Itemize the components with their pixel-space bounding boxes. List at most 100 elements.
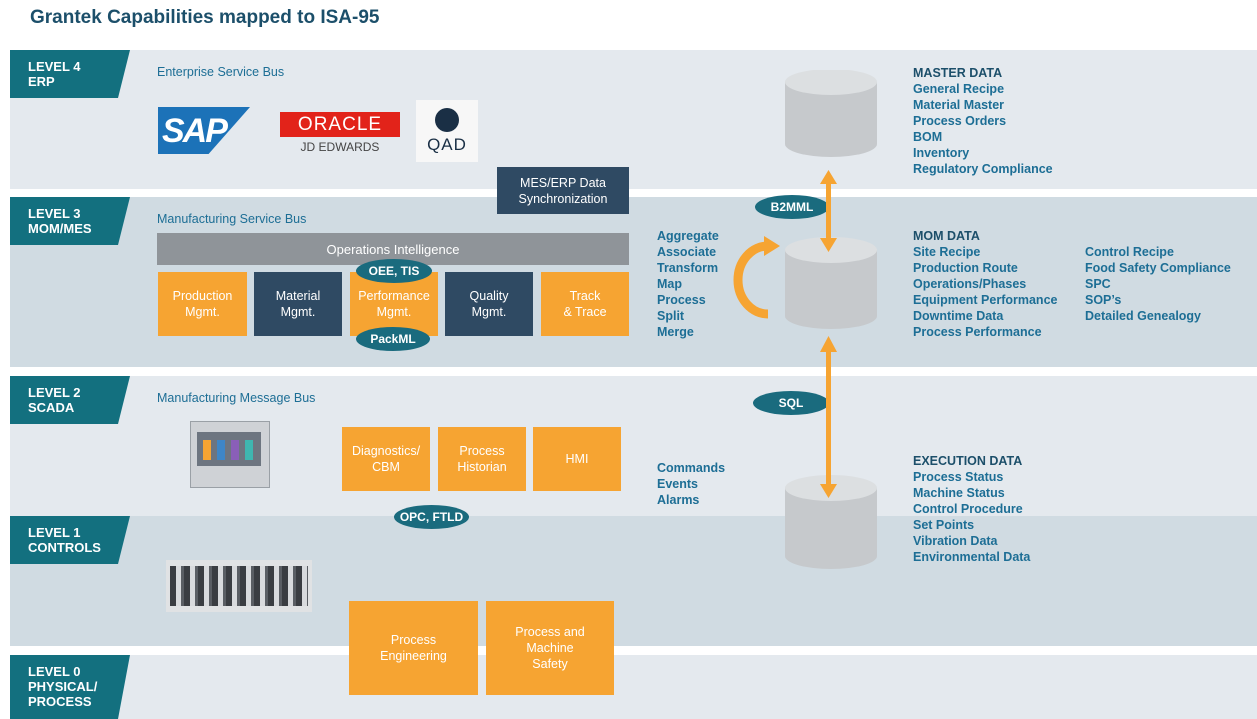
- list-item: Commands: [657, 461, 726, 475]
- list-item: Map: [657, 277, 682, 291]
- level1-tag: LEVEL 1 CONTROLS: [10, 516, 130, 564]
- material-mgmt-box: Material Mgmt.: [254, 272, 342, 336]
- sap-logo-text: SAP: [162, 112, 228, 150]
- level3-label: LEVEL 3: [28, 206, 81, 221]
- level0-band: [10, 655, 1257, 719]
- performance-mgmt-box: Performance Mgmt.: [350, 272, 438, 336]
- oee-tis-badge: OEE, TIS: [356, 259, 432, 283]
- list-item: Split: [657, 309, 685, 323]
- b2mml-badge: B2MML: [755, 195, 829, 219]
- scada-screen-image: [190, 421, 270, 488]
- data-operations-list: Aggregate Associate Transform Map Proces…: [657, 228, 719, 340]
- events-list: Commands Events Alarms: [657, 460, 725, 508]
- gauge-orange: [203, 440, 211, 460]
- list-item: Aggregate: [657, 229, 719, 243]
- execution-data-block: EXECUTION DATA Process Status Machine St…: [913, 453, 1030, 565]
- level2-sub: SCADA: [28, 400, 75, 415]
- module-label: Quality: [469, 289, 509, 303]
- list-item: Food Safety Compliance: [1085, 261, 1231, 275]
- list-item: Merge: [657, 325, 694, 339]
- list-item: Control Recipe: [1085, 245, 1174, 259]
- level4-tag: LEVEL 4 ERP: [10, 50, 130, 98]
- module-label: Mgmt.: [471, 305, 507, 319]
- module-label: Diagnostics/: [351, 444, 421, 458]
- process-machine-safety-box: Process and Machine Safety: [486, 601, 614, 695]
- gauge-teal: [245, 440, 253, 460]
- list-item: SPC: [1085, 277, 1111, 291]
- badge-label: PackML: [370, 332, 416, 346]
- process-historian-box: Process Historian: [438, 427, 526, 491]
- production-mgmt-box: Production Mgmt.: [158, 272, 247, 336]
- list-item: Process Performance: [913, 325, 1042, 339]
- plc-rack: [170, 566, 308, 606]
- quality-mgmt-box: Quality Mgmt.: [445, 272, 533, 336]
- ops-intelligence-label: Operations Intelligence: [326, 241, 460, 257]
- enterprise-bus-label: Enterprise Service Bus: [157, 65, 285, 79]
- oracle-logo-text: ORACLE: [280, 112, 400, 137]
- gauge-blue: [217, 440, 225, 460]
- module-label: CBM: [372, 460, 400, 474]
- level4-label: LEVEL 4: [28, 59, 81, 74]
- level1-sub: CONTROLS: [28, 540, 101, 555]
- list-item: Inventory: [913, 146, 970, 160]
- module-label: Performance: [358, 289, 430, 303]
- track-trace-box: Track & Trace: [541, 272, 629, 336]
- module-label: Machine: [526, 641, 574, 655]
- level0-sub: PHYSICAL/: [28, 679, 98, 694]
- list-item: General Recipe: [913, 82, 1005, 96]
- master-data-heading: MASTER DATA: [913, 66, 1003, 80]
- module-label: Process: [390, 633, 437, 647]
- bidirectional-arrow-icon: [820, 170, 837, 252]
- list-item: Associate: [657, 245, 717, 259]
- module-label: Material: [275, 289, 321, 303]
- module-label: Historian: [457, 460, 507, 474]
- list-item: BOM: [913, 130, 943, 144]
- list-item: Detailed Genealogy: [1085, 309, 1202, 323]
- oracle-logo: ORACLE JD EDWARDS: [280, 112, 400, 158]
- level0-sub2: PROCESS: [28, 694, 92, 709]
- packml-badge: PackML: [356, 327, 430, 351]
- level2-tag: LEVEL 2 SCADA: [10, 376, 130, 424]
- list-item: Control Procedure: [913, 502, 1023, 516]
- list-item: Production Route: [913, 261, 1018, 275]
- mom-data-database-icon: [785, 237, 877, 329]
- list-item: Transform: [657, 261, 719, 275]
- level0-tag: LEVEL 0 PHYSICAL/ PROCESS: [10, 655, 130, 719]
- mom-data-block: MOM DATA Site Recipe Production Route Op…: [913, 228, 1057, 340]
- list-item: Material Master: [913, 98, 1005, 112]
- manufacturing-message-bus-label: Manufacturing Message Bus: [157, 391, 316, 405]
- qad-logo-icon: [435, 108, 459, 132]
- process-engineering-box: Process Engineering: [349, 601, 478, 695]
- opc-ftld-badge: OPC, FTLD: [394, 505, 469, 529]
- list-item: Machine Status: [913, 486, 1005, 500]
- level4-sub: ERP: [28, 74, 55, 89]
- plc-controller-image: [166, 560, 312, 612]
- level3-tag: LEVEL 3 MOM/MES: [10, 197, 130, 245]
- list-item: Operations/Phases: [913, 277, 1027, 291]
- sync-line1: MES/ERP Data: [520, 175, 606, 190]
- module-label: Process and: [515, 625, 585, 639]
- gauge-purple: [231, 440, 239, 460]
- list-item: Alarms: [657, 493, 700, 507]
- transform-cycle-arrow-icon: [733, 236, 780, 319]
- mom-data-heading: MOM DATA: [913, 229, 980, 243]
- mes-erp-sync-box: MES/ERP Data Synchronization: [497, 167, 629, 214]
- page-title: Grantek Capabilities mapped to ISA-95: [30, 7, 380, 28]
- list-item: Regulatory Compliance: [913, 162, 1053, 176]
- badge-label: B2MML: [770, 200, 814, 214]
- level2-label: LEVEL 2: [28, 385, 81, 400]
- master-data-database-icon: [785, 70, 877, 157]
- list-item: Set Points: [913, 518, 975, 532]
- list-item: Process Orders: [913, 114, 1007, 128]
- sync-line2: Synchronization: [518, 191, 608, 206]
- badge-label: OEE, TIS: [368, 264, 420, 278]
- qad-logo-text: QAD: [427, 135, 467, 154]
- list-item: Equipment Performance: [913, 293, 1058, 307]
- module-label: Mgmt.: [280, 305, 316, 319]
- module-label: & Trace: [563, 305, 607, 319]
- module-label: Process: [459, 444, 505, 458]
- badge-label: SQL: [778, 396, 804, 410]
- list-item: SOP’s: [1085, 293, 1122, 307]
- module-label: Mgmt.: [376, 305, 412, 319]
- level0-label: LEVEL 0: [28, 664, 81, 679]
